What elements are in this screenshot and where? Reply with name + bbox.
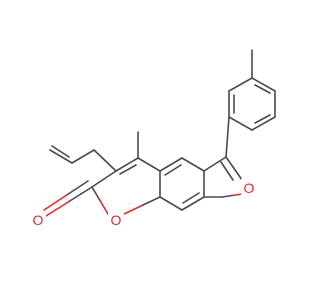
bond-pyran-c6-c7	[91, 170, 117, 188]
label-mask-o-furan	[241, 179, 257, 197]
bond-carbonyl-c7-o-a-part-2	[45, 200, 70, 217]
bond-pyran-o8-c8a-part-1	[123, 204, 143, 215]
label-mask-o-pyran	[108, 211, 124, 229]
bonds-layer	[43, 49, 276, 217]
molecule-structure: O O O	[30, 49, 276, 229]
bond-pyran-c7-o8-part-2	[99, 199, 109, 215]
bond-tolyl-ring-3	[251, 116, 276, 131]
bond-tolyl-to-furan-c3	[225, 116, 230, 158]
bond-tolyl-ring-1	[251, 77, 276, 92]
bond-furan-o1-c7a-part-2	[221, 194, 233, 198]
bond-benz-a-b	[181, 157, 205, 172]
bond-tolyl-ring-6	[228, 77, 253, 92]
bond-benz-d-e	[159, 196, 183, 211]
bond-carbonyl-c7-o-b-part-1	[65, 180, 89, 197]
bond-carbonyl-c7-o-a-part-1	[68, 186, 93, 203]
bond-benz-b-c	[159, 157, 183, 172]
oxygen-atom-carbonyl: O	[33, 212, 44, 228]
label-mask-o-carbonyl	[30, 211, 46, 229]
oxygen-atom-pyran-ring: O	[111, 212, 122, 228]
bond-pyran-o8-c8a-part-2	[141, 196, 161, 207]
bond-furan-c3-c2	[225, 156, 241, 178]
bond-allyl-terminal-b	[51, 145, 70, 158]
bond-allyl-ch	[71, 149, 95, 164]
bond-pyran-c5-c6	[115, 157, 139, 172]
bond-furan-c3-c2-inner	[220, 161, 234, 181]
bond-tolyl-ring-3-inner	[254, 114, 271, 124]
bond-benz-e-f-inner	[182, 192, 200, 204]
bond-furan-c3-c3a	[203, 156, 227, 172]
structure-canvas: O O O	[30, 49, 276, 229]
bond-benz-b-c-inner	[164, 164, 182, 176]
bond-benz-e-f	[181, 196, 205, 211]
oxygen-atom-furan-ring: O	[244, 180, 255, 196]
bond-pyran-c7-o8-part-1	[91, 186, 101, 202]
bond-pyran-c4a-c5	[137, 157, 161, 172]
bond-furan-o1-c7a-part-1	[231, 193, 243, 197]
bond-allyl-ch2	[93, 149, 117, 172]
bond-tolyl-ring-4	[228, 116, 253, 131]
bond-pyran-c5-c6-inner	[119, 164, 137, 175]
bond-allyl-terminal-a	[49, 149, 73, 164]
bond-carbonyl-c7-o-b-part-2	[43, 194, 67, 211]
bond-tolyl-ring-1-inner	[254, 84, 271, 94]
